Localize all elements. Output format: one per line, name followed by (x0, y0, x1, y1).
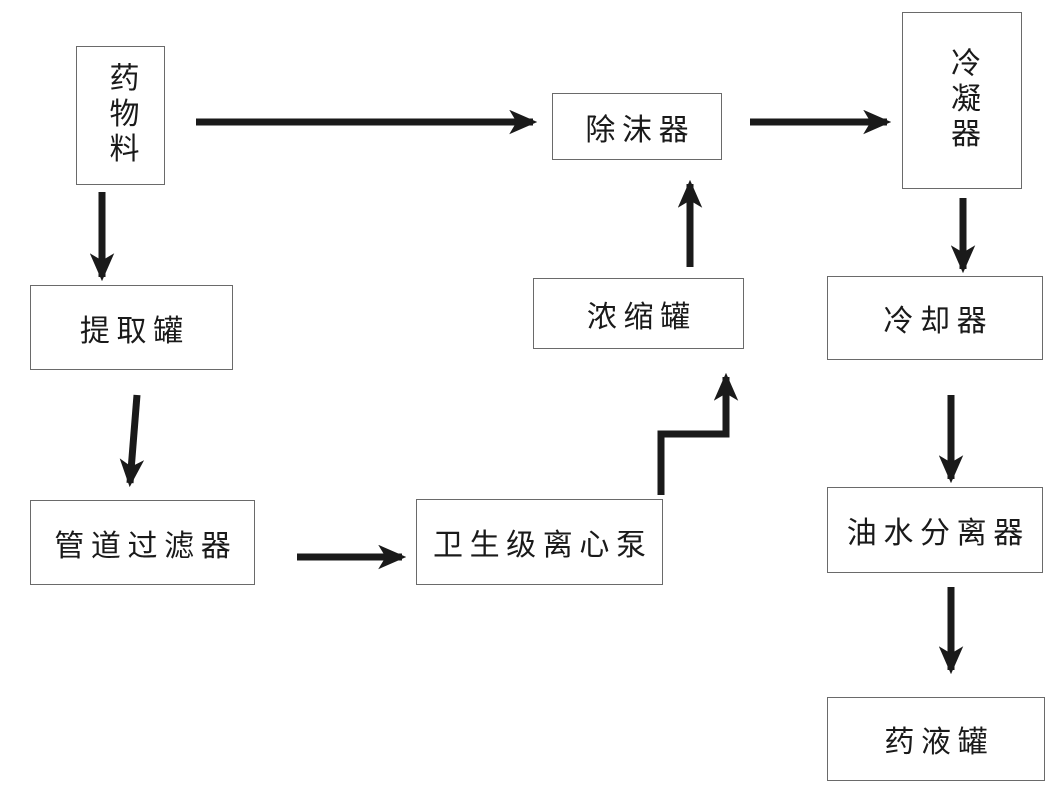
node-cooler-label: 冷却器 (883, 305, 994, 338)
node-sanitary-pump-label: 卫生级离心泵 (432, 529, 653, 562)
node-liquid-medicine-tank-label: 药液罐 (884, 726, 995, 759)
node-oil-water-separator-label: 油水分离器 (846, 517, 1030, 550)
node-pipeline-filter: 管道过滤器 (30, 500, 255, 585)
node-condenser-label: 冷凝器 (946, 47, 979, 154)
node-drug-material: 药物料 (76, 46, 165, 185)
node-concentration-tank-label: 浓缩罐 (586, 300, 697, 334)
node-concentration-tank: 浓缩罐 (533, 278, 744, 349)
node-sanitary-pump: 卫生级离心泵 (416, 499, 663, 585)
node-demister: 除沫器 (552, 93, 722, 160)
arrow-sanitary-pump-to-concentration-tank (657, 372, 739, 495)
node-extraction-tank-label: 提取罐 (79, 314, 190, 348)
node-extraction-tank: 提取罐 (30, 285, 233, 370)
node-liquid-medicine-tank: 药液罐 (827, 697, 1045, 781)
node-demister-label: 除沫器 (585, 113, 696, 147)
node-condenser: 冷凝器 (902, 12, 1022, 189)
arrow-extraction-tank-to-pipeline-filter (119, 394, 145, 488)
node-cooler: 冷却器 (827, 276, 1043, 360)
node-oil-water-separator: 油水分离器 (827, 487, 1043, 573)
node-pipeline-filter-label: 管道过滤器 (54, 529, 238, 563)
node-drug-material-label: 药物料 (104, 62, 138, 169)
